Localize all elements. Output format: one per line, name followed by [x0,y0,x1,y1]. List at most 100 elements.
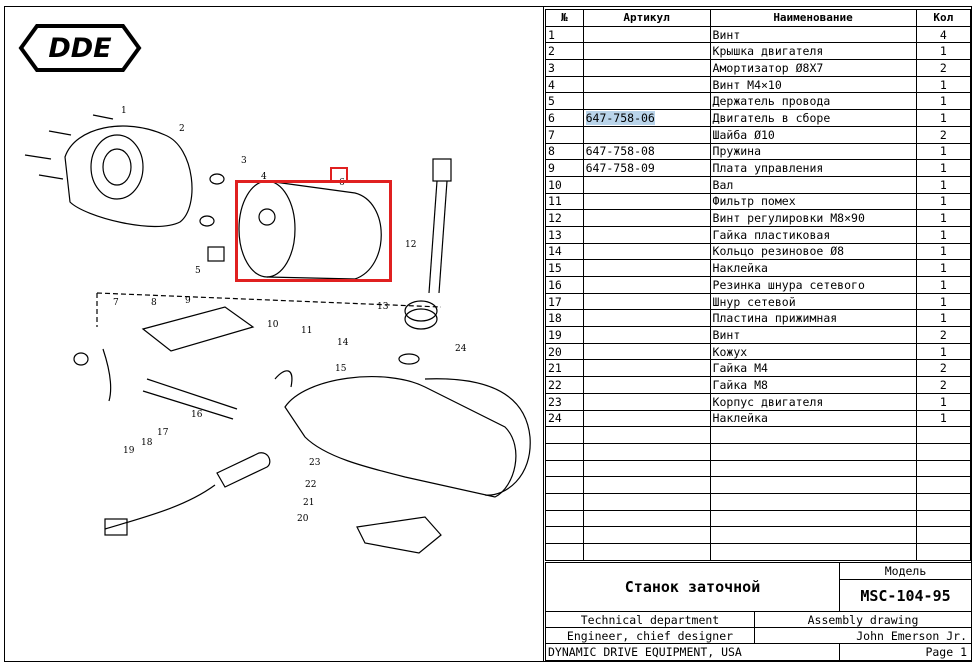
cell-article [582,225,711,244]
cell-num: 11 [545,192,584,211]
cell-num: 5 [545,92,584,111]
page-cell: Page 1 [839,643,972,661]
empty-row [545,509,972,528]
cell-num: 13 [545,225,584,244]
cell-qty: 1 [915,276,972,294]
svg-text:19: 19 [123,446,135,456]
cell-qty: 1 [915,192,972,211]
cell-article [582,75,711,94]
cell-qty: 1 [915,209,972,227]
cell-name: Шнур сетевой [709,292,917,311]
svg-text:16: 16 [191,410,203,420]
cell-name: Шайба Ø10 [709,125,917,144]
cell-num: 23 [545,392,584,411]
empty-row [545,426,972,444]
cell-num: 12 [545,209,584,227]
cell-name: Пружина [709,142,917,161]
cell-article [582,376,711,394]
svg-text:24: 24 [455,344,467,354]
cell-qty: 1 [915,342,972,361]
cell-article [582,409,711,428]
cell-article [582,342,711,361]
svg-text:13: 13 [377,302,389,312]
cell-name: Вал [709,175,917,194]
model-label-cell: Модель [839,562,972,580]
cell-name: Кожух [709,342,917,361]
cell-article [582,42,711,61]
cell-name: Гайка пластиковая [709,225,917,244]
cell-article [582,192,711,211]
cell-name: Кольцо резиновое Ø8 [709,242,917,261]
svg-text:23: 23 [309,458,321,468]
cell-name: Наклейка [709,409,917,428]
cell-qty: 1 [915,175,972,194]
empty-row [545,526,972,544]
svg-text:6: 6 [339,178,345,188]
cell-num: 2 [545,42,584,61]
svg-text:12: 12 [405,240,416,250]
cell-article [582,125,711,144]
cell-qty: 1 [915,409,972,428]
cell-article: 647-758-08 [582,142,711,161]
cell-num: 17 [545,292,584,311]
cell-article [582,292,711,311]
cell-article [582,59,711,77]
cell-name: Гайка М4 [709,359,917,378]
cell-qty: 1 [915,75,972,94]
cell-article [582,359,711,378]
cell-article [582,92,711,111]
svg-text:20: 20 [297,514,309,524]
header-num: № [545,9,584,27]
cell-num: 7 [545,125,584,144]
svg-text:3: 3 [241,156,247,166]
cell-qty: 1 [915,259,972,277]
cell-qty: 1 [915,392,972,411]
cell-qty: 2 [915,59,972,77]
cell-name: Корпус двигателя [709,392,917,411]
table-header-row: № Артикул Наименование Кол [545,9,972,27]
cell-qty: 1 [915,92,972,111]
cell-article [582,242,711,261]
cell-name: Амортизатор Ø8X7 [709,59,917,77]
cell-article [582,309,711,328]
person-cell: John Emerson Jr. [754,627,972,644]
cell-article [582,175,711,194]
role-cell: Engineer, chief designer [545,627,755,644]
cell-num: 15 [545,259,584,277]
cell-num: 22 [545,376,584,394]
svg-text:7: 7 [113,298,119,308]
cell-name: Резинка шнура сетевого [709,276,917,294]
svg-text:8: 8 [151,298,157,308]
cell-name: Двигатель в сборе [709,109,917,127]
cell-num: 24 [545,409,584,428]
cell-num: 16 [545,276,584,294]
cell-qty: 4 [915,25,972,44]
svg-text:17: 17 [157,428,169,438]
header-name: Наименование [709,9,917,27]
logo-text: DDE [48,33,112,64]
svg-text:21: 21 [303,498,314,508]
cell-name: Винт [709,326,917,344]
dde-logo: DDE [18,24,142,72]
cell-num: 3 [545,59,584,77]
drawing-type-cell: Assembly drawing [754,611,972,628]
header-article: Артикул [582,9,711,27]
empty-row [545,442,972,461]
company-cell: DYNAMIC DRIVE EQUIPMENT, USA [545,643,840,661]
svg-text:4: 4 [261,172,267,182]
